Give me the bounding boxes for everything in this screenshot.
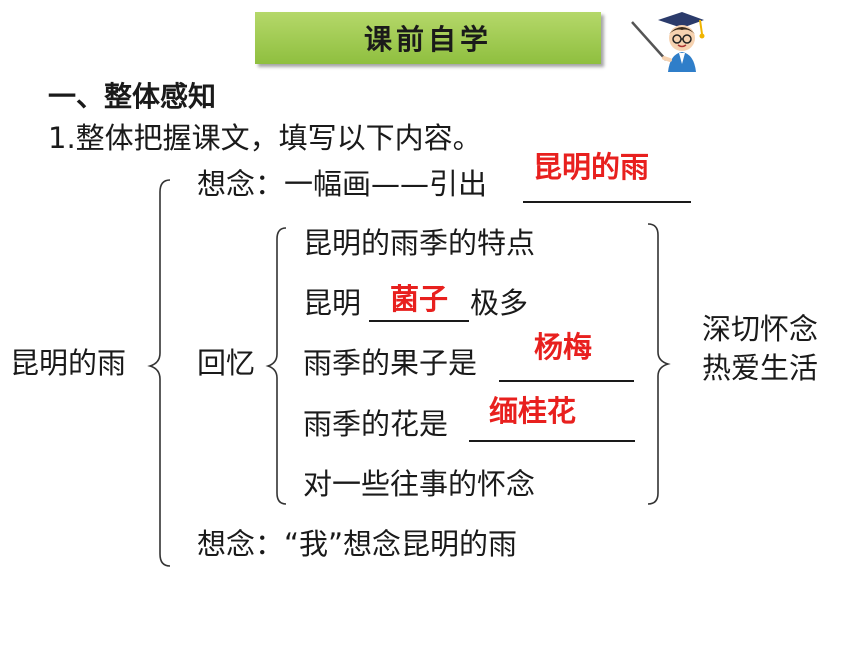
- recall-item-5: 对一些往事的怀念: [303, 467, 536, 501]
- recall-item-4-prefix: 雨季的花是: [303, 407, 449, 441]
- top-line-text: 想念：一幅画——引出: [197, 167, 488, 201]
- answer-3: 杨梅: [534, 330, 593, 364]
- recall-item-2-suffix: 极多: [470, 286, 529, 320]
- section-banner: 课前自学: [255, 12, 601, 64]
- section-heading: 一、整体感知: [48, 80, 217, 113]
- inner-left-brace: [265, 227, 287, 505]
- conclusion-line-1: 深切怀念: [702, 312, 819, 346]
- task-instruction: 1.整体把握课文，填写以下内容。: [48, 121, 482, 155]
- answer-2: 菌子: [390, 282, 449, 316]
- recall-item-1: 昆明的雨季的特点: [303, 226, 536, 260]
- inner-right-brace: [647, 223, 671, 505]
- root-label: 昆明的雨: [10, 346, 127, 380]
- recall-item-3-prefix: 雨季的果子是: [303, 346, 478, 380]
- answer-1: 昆明的雨: [533, 150, 650, 184]
- banner-title: 课前自学: [363, 23, 492, 56]
- bottom-line-text: 想念：“我”想念昆明的雨: [197, 527, 518, 561]
- conclusion-line-2: 热爱生活: [702, 351, 819, 385]
- answer-blank-4: [469, 440, 635, 442]
- answer-blank-1: [523, 201, 691, 203]
- answer-blank-2: [369, 320, 469, 322]
- teacher-with-pointer-icon: [631, 12, 705, 72]
- answer-4: 缅桂花: [489, 394, 577, 428]
- outer-left-brace: [147, 179, 171, 567]
- recall-label: 回忆: [197, 346, 256, 380]
- recall-item-2-prefix: 昆明: [303, 286, 362, 320]
- answer-blank-3: [499, 380, 634, 382]
